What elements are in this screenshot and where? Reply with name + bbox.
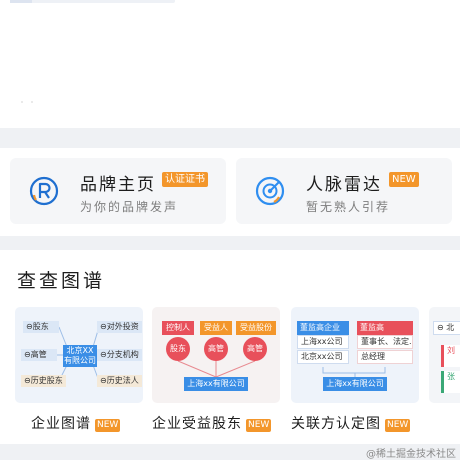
certificate-badge: 认证证书 [162, 172, 208, 187]
partial-node: ⊖ 北 [433, 321, 460, 335]
section-separator [0, 444, 460, 460]
network-radar-title: 人脉雷达 [306, 175, 382, 195]
graph-section: 查查图谱 ⊖股东 ⊖对外投资 北京XX有限公司 ⊖高管 ⊖分支机构 ⊖历史股东 … [0, 250, 460, 444]
decor-dot [21, 101, 23, 103]
network-radar-subtitle: 暂无熟人引荐 [306, 200, 391, 214]
row-company: 上海xx公司 [297, 335, 349, 349]
row-position: 总经理 [357, 350, 413, 364]
new-badge: NEW [95, 419, 121, 432]
section-separator [0, 128, 460, 148]
new-badge: NEW [385, 419, 411, 432]
circle-executive: 高管 [204, 337, 228, 361]
partial-graph-thumbnail[interactable]: ⊖ 北 刘 张 [429, 307, 460, 403]
brand-home-title: 品牌主页 [80, 175, 156, 195]
radar-icon [255, 176, 285, 206]
node-shareholder: ⊖股东 [23, 321, 59, 333]
circle-executive: 高管 [243, 337, 267, 361]
related-party-graph-thumbnail[interactable]: 董监高企业 董监高 上海xx公司 北京xx公司 董事长、法定... 总经理 上海… [291, 307, 419, 403]
circle-shareholder: 股东 [166, 337, 190, 361]
tag-controller: 控制人 [162, 321, 194, 335]
header-director-companies: 董监高企业 [297, 321, 349, 335]
node-target-company: 上海xx有限公司 [184, 377, 248, 391]
related-party-connectors [322, 367, 386, 377]
tag-beneficiary: 受益人 [200, 321, 232, 335]
row-company: 北京xx公司 [297, 350, 349, 364]
node-executive: ⊖高管 [21, 349, 57, 361]
enterprise-graph-thumbnail[interactable]: ⊖股东 ⊖对外投资 北京XX有限公司 ⊖高管 ⊖分支机构 ⊖历史股东 ⊖历史法人 [15, 307, 143, 403]
new-badge: NEW [389, 172, 419, 187]
top-content-area [0, 0, 460, 128]
partial-node: 张 [441, 371, 460, 393]
decor-dot [31, 101, 33, 103]
node-investment: ⊖对外投资 [97, 321, 142, 333]
node-history-shareholder: ⊖历史股东 [21, 375, 66, 387]
feature-cards: 品牌主页 认证证书 为你的品牌发声 人脉雷达 NEW 暂无熟人引荐 [0, 148, 460, 236]
node-center-company: 北京XX有限公司 [63, 345, 97, 367]
brand-home-subtitle: 为你的品牌发声 [80, 200, 179, 214]
top-scroll-stub [10, 0, 175, 3]
beneficiary-graph-thumbnail[interactable]: 控制人 受益人 受益股份 股东 高管 高管 上海xx有限公司 [152, 307, 280, 403]
node-branch: ⊖分支机构 [97, 349, 142, 361]
header-directors: 董监高 [357, 321, 413, 335]
brand-home-card[interactable]: 品牌主页 认证证书 为你的品牌发声 [10, 158, 226, 224]
node-target-company: 上海xx有限公司 [323, 377, 387, 391]
registered-mark-icon [29, 176, 59, 206]
new-badge: NEW [246, 419, 272, 432]
network-radar-card[interactable]: 人脉雷达 NEW 暂无熟人引荐 [236, 158, 452, 224]
partial-node: 刘 [441, 345, 460, 367]
watermark: @稀土掘金技术社区 [366, 449, 456, 460]
node-history-legal: ⊖历史法人 [97, 375, 142, 387]
graph-section-title: 查查图谱 [17, 270, 106, 292]
beneficiary-graph-connectors [177, 360, 256, 378]
tag-beneficial-shares: 受益股份 [236, 321, 276, 335]
row-position: 董事长、法定... [357, 335, 413, 349]
section-separator [0, 236, 460, 250]
